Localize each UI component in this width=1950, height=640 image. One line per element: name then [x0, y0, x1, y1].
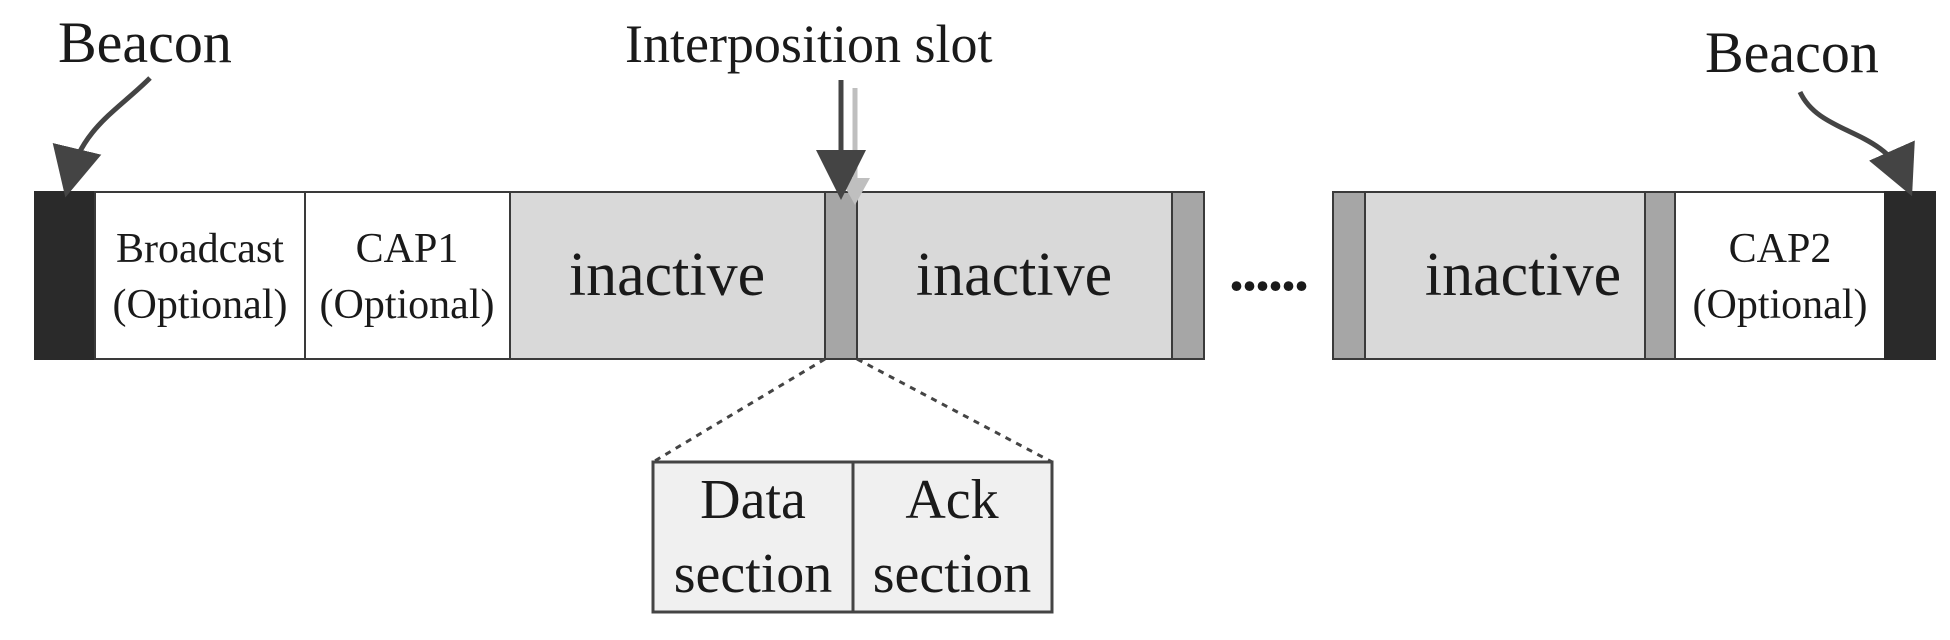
- ellipsis-label: ......: [1229, 237, 1307, 303]
- interposition-slot-label: Interposition slot: [625, 14, 992, 74]
- slot-block-start-right: [1332, 191, 1366, 360]
- slot-block-before-cap2: [1644, 191, 1676, 360]
- broadcast-segment: [94, 191, 306, 360]
- beacon-left-arrow: [52, 76, 152, 198]
- slot-block-end-left: [1171, 191, 1205, 360]
- cap2-label-line1: CAP2: [1729, 226, 1832, 272]
- cap2-label-line2: (Optional): [1693, 282, 1868, 328]
- cap1-label-line2: (Optional): [320, 282, 495, 328]
- inactive-segment-1: [509, 191, 826, 360]
- beacon-right-block: [1884, 191, 1936, 360]
- inactive-label-2: inactive: [916, 241, 1112, 309]
- data-section-box: [651, 460, 855, 614]
- beacon-right-arrow: [1797, 90, 1915, 197]
- broadcast-label-line2: (Optional): [113, 282, 288, 328]
- cap2-segment: [1674, 191, 1886, 360]
- inactive-segment-3: [1364, 191, 1646, 360]
- ack-section-label-line1: Ack: [905, 469, 998, 531]
- data-section-label-line1: Data: [700, 469, 806, 531]
- cap1-label-line1: CAP1: [356, 226, 459, 272]
- data-section-label-line2: section: [674, 543, 833, 605]
- zoom-line-right: [856, 357, 1053, 464]
- cap1-segment: [304, 191, 511, 360]
- broadcast-label-line1: Broadcast: [116, 226, 284, 272]
- inactive-label-3: inactive: [1425, 241, 1621, 309]
- interposition-slot-block: [824, 191, 858, 360]
- inactive-segment-2: [856, 191, 1173, 360]
- inactive-label-1: inactive: [569, 241, 765, 309]
- beacon-left-block: [34, 191, 96, 360]
- zoom-line-left: [652, 357, 826, 464]
- ack-section-label-line2: section: [873, 543, 1032, 605]
- beacon-left-label: Beacon: [58, 10, 232, 75]
- ack-section-box: [851, 460, 1054, 614]
- beacon-right-label: Beacon: [1705, 20, 1879, 85]
